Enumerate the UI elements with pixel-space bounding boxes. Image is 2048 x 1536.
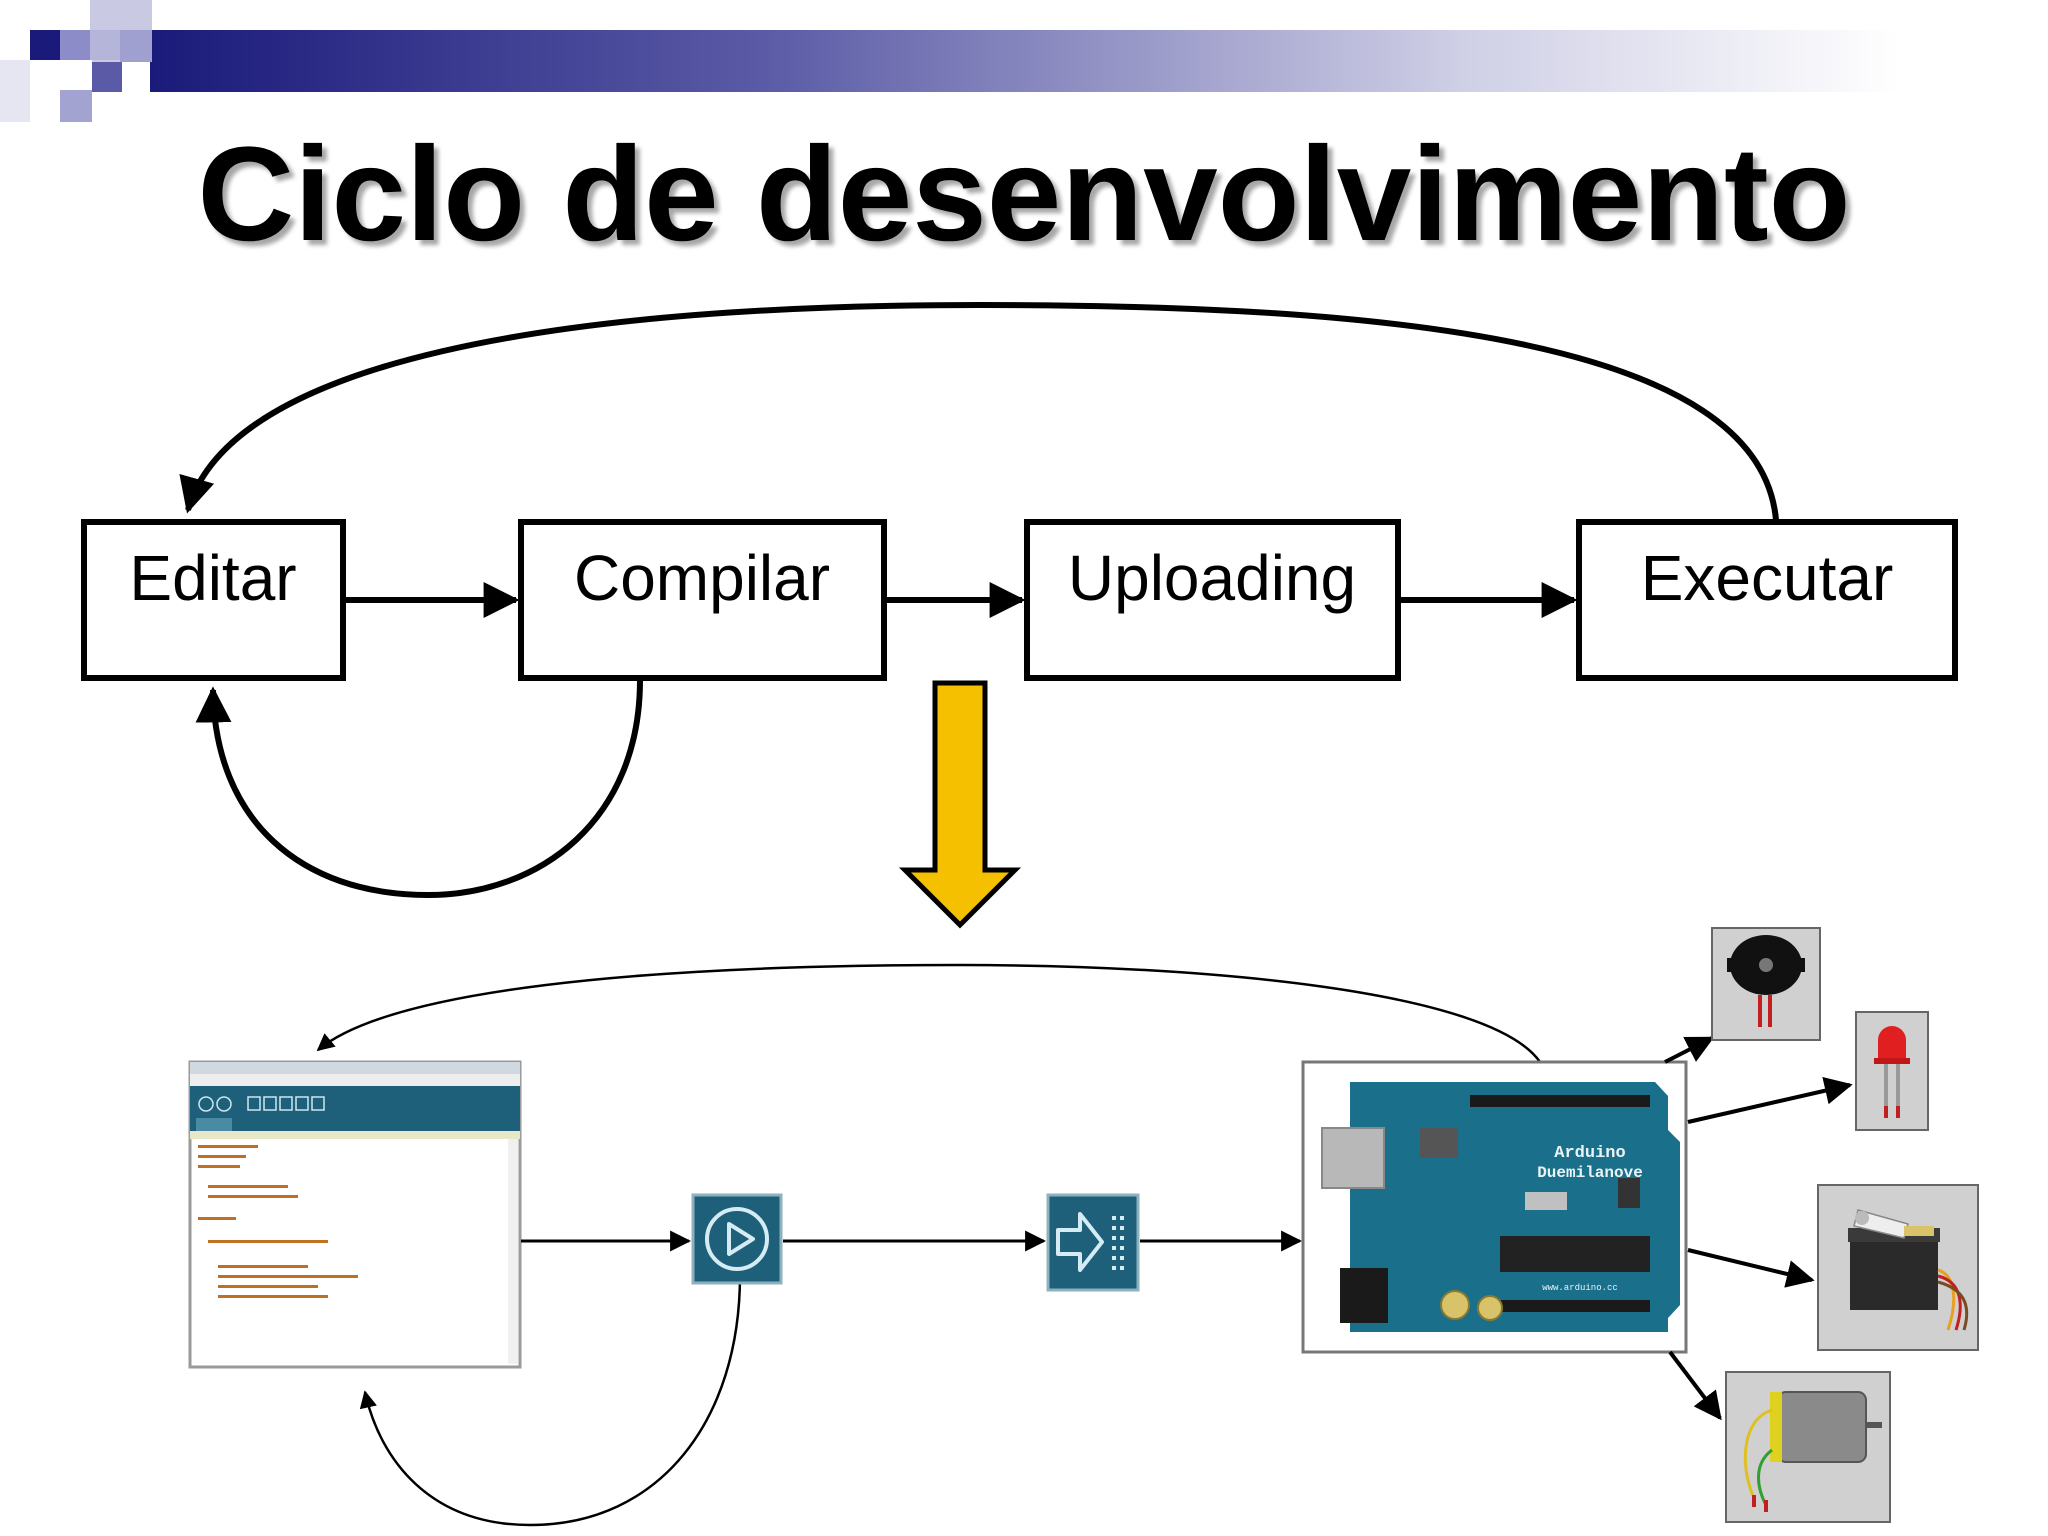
arduino-board-text-1: Arduino [1554, 1144, 1625, 1163]
step-label-compilar: Compilar [574, 542, 830, 614]
arduino-board-url: www.arduino.cc [1542, 1283, 1618, 1293]
arrow-board-servo [1687, 1248, 1815, 1288]
led-icon [1855, 1011, 1929, 1131]
bottom-illustration: Arduino Duemilanove www.arduino.cc [188, 927, 1979, 1527]
header-bar [0, 0, 1900, 124]
illustration-return-arc [316, 963, 1542, 1063]
step-uploading: Uploading [1024, 519, 1401, 681]
arduino-board: Arduino Duemilanove www.arduino.cc [1301, 1060, 1688, 1354]
step-compilar: Compilar [518, 519, 887, 681]
compile-play-icon [691, 1193, 783, 1285]
yellow-down-arrow [898, 680, 1022, 929]
return-arc-compilar-to-editar [195, 679, 643, 899]
arduino-board-text-2: Duemilanove [1537, 1164, 1643, 1182]
ide-window [188, 1060, 522, 1369]
servo-icon [1817, 1184, 1979, 1351]
upload-icon [1046, 1193, 1140, 1292]
motor-icon [1725, 1371, 1891, 1523]
header-square-dark [30, 30, 60, 60]
step-executar: Executar [1576, 519, 1958, 681]
arduino-chip [1500, 1236, 1650, 1272]
step-label-uploading: Uploading [1068, 542, 1356, 614]
arrow-board-buzzer [1664, 1036, 1715, 1064]
slide-title: Ciclo de desenvolvimento [197, 120, 1851, 269]
arrow-board-motor [1668, 1350, 1722, 1421]
buzzer-icon [1711, 927, 1821, 1041]
step-label-executar: Executar [1641, 542, 1894, 614]
arrow-board-led [1687, 1076, 1853, 1124]
return-arc-executar-to-editar [179, 301, 1779, 521]
step-label-editar: Editar [129, 542, 296, 614]
step-editar: Editar [81, 519, 346, 681]
illustration-loop-arc [359, 1274, 742, 1527]
